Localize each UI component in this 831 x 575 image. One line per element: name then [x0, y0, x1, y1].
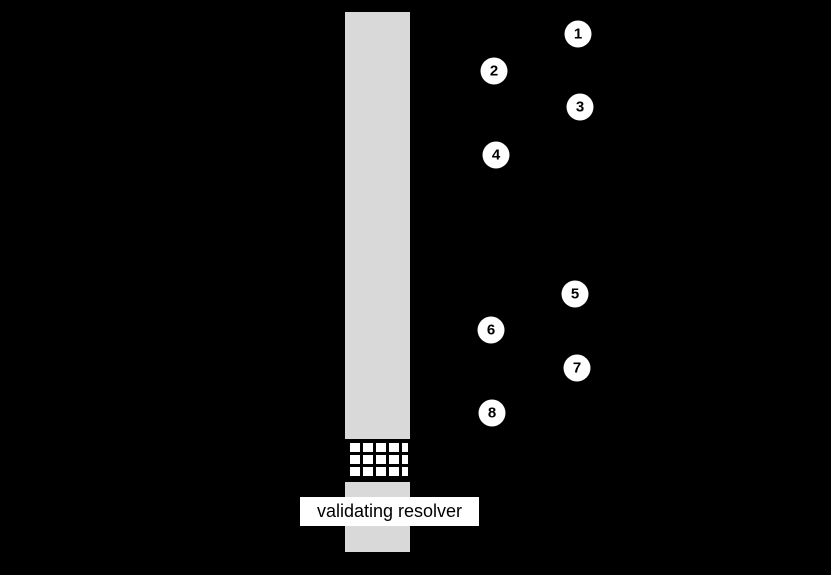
validating-resolver-label: validating resolver — [300, 497, 479, 526]
step-marker-5: 5 — [561, 280, 589, 308]
step-marker-6: 6 — [477, 316, 505, 344]
step-marker-3: 3 — [566, 93, 594, 121]
step-marker-8: 8 — [478, 399, 506, 427]
step-marker-7: 7 — [563, 354, 591, 382]
resolver-lifeline-bar — [345, 12, 410, 439]
step-marker-4: 4 — [482, 141, 510, 169]
step-marker-1: 1 — [564, 20, 592, 48]
filter-grid-icon — [345, 440, 410, 481]
step-marker-2: 2 — [480, 57, 508, 85]
